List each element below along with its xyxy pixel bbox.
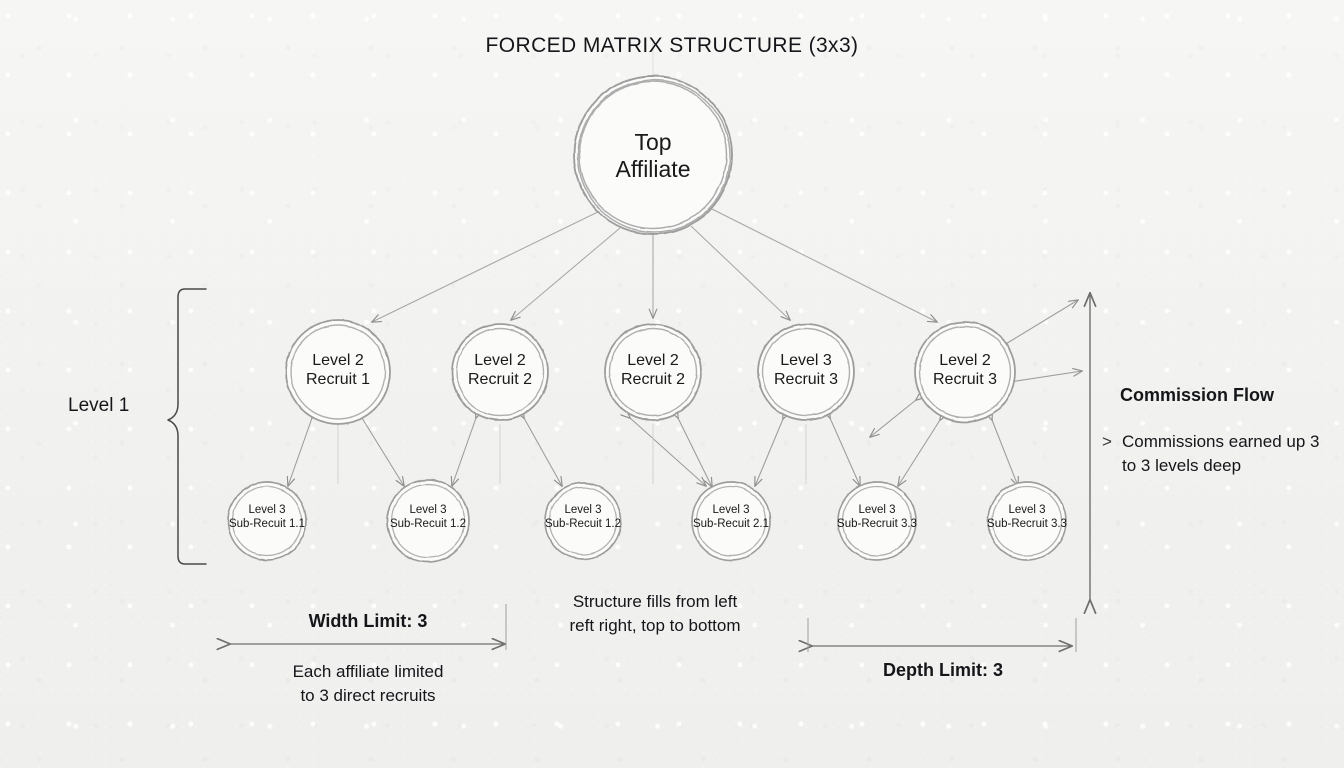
node-level2-4[interactable] xyxy=(758,324,854,420)
width-limit-note-line1: Each affiliate limited xyxy=(292,662,444,681)
commission-flow-bullet-icon: > xyxy=(1102,432,1112,451)
node-level3-6[interactable] xyxy=(988,482,1066,560)
commission-flow-heading: Commission Flow xyxy=(1120,385,1275,405)
width-limit-label: Width Limit: 3 xyxy=(308,611,428,631)
width-limit-note-line2: to 3 direct recruits xyxy=(300,686,436,705)
node-level3-5[interactable] xyxy=(838,482,916,560)
node-level2-5[interactable] xyxy=(915,322,1015,422)
depth-limit-label: Depth Limit: 3 xyxy=(883,660,1003,680)
commission-flow-note-line1: Commissions earned up 3 xyxy=(1122,432,1320,451)
fill-order-note-line2: reft right, top to bottom xyxy=(569,616,741,635)
node-level3-1[interactable] xyxy=(228,482,306,560)
node-root[interactable] xyxy=(574,76,732,234)
node-level3-4[interactable] xyxy=(692,482,770,560)
page-title: FORCED MATRIX STRUCTURE (3x3) xyxy=(485,34,859,57)
node-level3-2[interactable] xyxy=(387,480,469,562)
level1-label: Level 1 xyxy=(68,395,130,416)
node-level3-3[interactable] xyxy=(545,483,621,559)
node-level2-3[interactable] xyxy=(605,324,701,420)
commission-flow-note-line2: to 3 levels deep xyxy=(1122,456,1242,475)
fill-order-note-line1: Structure fills from left xyxy=(572,592,738,611)
node-level2-1[interactable] xyxy=(286,320,390,424)
node-level2-2[interactable] xyxy=(452,324,548,420)
